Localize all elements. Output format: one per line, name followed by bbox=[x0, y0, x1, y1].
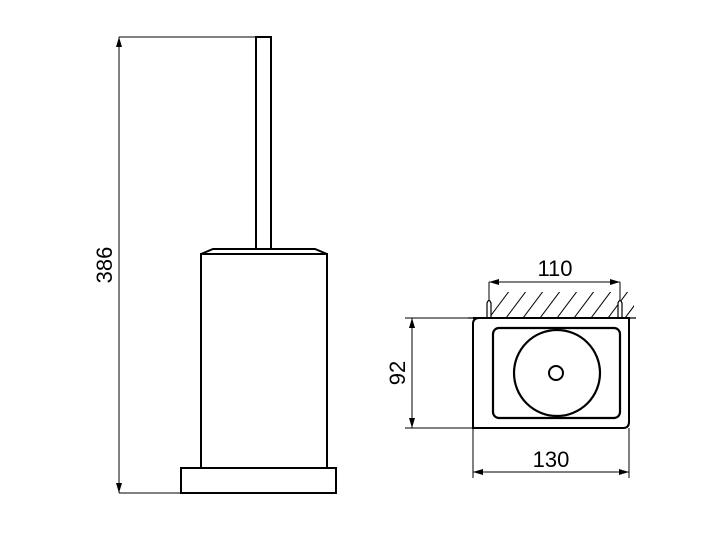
brush-handle bbox=[255, 36, 272, 250]
cup-circle bbox=[512, 328, 602, 418]
base-plate bbox=[180, 467, 337, 494]
center-hole bbox=[548, 365, 564, 381]
depth-label: 92 bbox=[385, 361, 410, 385]
mount-spacing-label: 110 bbox=[537, 256, 572, 281]
side-view bbox=[116, 36, 337, 494]
cup-outline bbox=[491, 326, 622, 420]
width-label: 130 bbox=[533, 447, 570, 472]
mount-pin-left bbox=[486, 299, 492, 318]
holder-body bbox=[200, 253, 328, 469]
mount-pin-right bbox=[617, 299, 623, 318]
top-view bbox=[405, 279, 636, 478]
base-outline bbox=[472, 317, 630, 429]
wall-hatching bbox=[488, 292, 634, 318]
height-label: 386 bbox=[92, 247, 117, 284]
